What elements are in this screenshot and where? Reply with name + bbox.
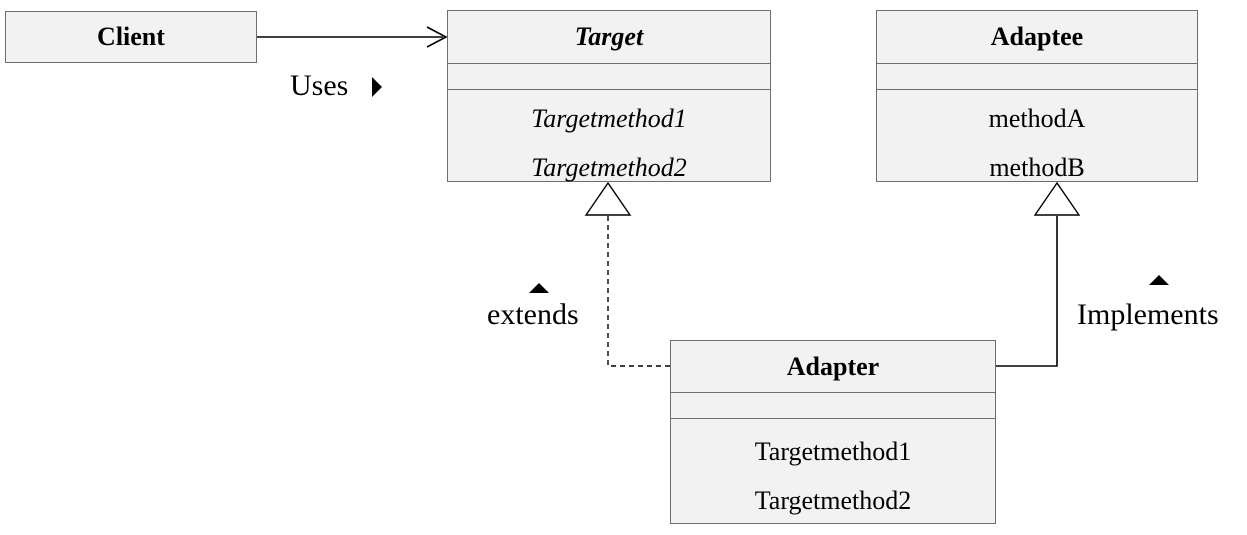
implements-solid-line (996, 216, 1058, 367)
adapter-class-box[interactable]: Adapter Targetmethod1 Targetmethod2 (670, 340, 996, 524)
implements-direction-up-triangle (1149, 275, 1169, 285)
extends-dashed-line (607, 216, 670, 367)
target-method-2: Targetmethod2 (531, 153, 687, 182)
target-methods-compartment: Targetmethod1 Targetmethod2 (448, 90, 770, 192)
adapter-methods-compartment: Targetmethod1 Targetmethod2 (671, 419, 995, 525)
target-method-1: Targetmethod1 (531, 104, 687, 133)
adapter-method-2: Targetmethod2 (754, 486, 912, 515)
target-class-name: Target (448, 11, 770, 64)
implements-label: Implements (1077, 298, 1219, 331)
adaptee-methods-compartment: methodA methodB (877, 90, 1197, 192)
implements-hollow-triangle (1033, 181, 1081, 216)
adaptee-attributes-compartment (877, 64, 1197, 90)
adaptee-class-name: Adaptee (877, 11, 1197, 64)
uses-direction-right-triangle (372, 77, 382, 97)
extends-direction-up-triangle (529, 283, 549, 293)
adapter-method-1: Targetmethod1 (754, 437, 912, 466)
extends-label: extends (487, 298, 579, 331)
adaptee-method-a: methodA (988, 104, 1086, 133)
target-attributes-compartment (448, 64, 770, 90)
target-class-box[interactable]: Target Targetmethod1 Targetmethod2 (447, 10, 771, 182)
client-class-box[interactable]: Client (5, 11, 257, 63)
uses-open-arrowhead (426, 26, 448, 48)
client-class-name: Client (97, 22, 165, 51)
uses-label: Uses (290, 69, 349, 102)
adaptee-class-box[interactable]: Adaptee methodA methodB (876, 10, 1198, 182)
adapter-attributes-compartment (671, 393, 995, 419)
adapter-class-name: Adapter (671, 341, 995, 393)
adaptee-method-b: methodB (989, 153, 1085, 182)
extends-hollow-triangle (584, 181, 632, 216)
